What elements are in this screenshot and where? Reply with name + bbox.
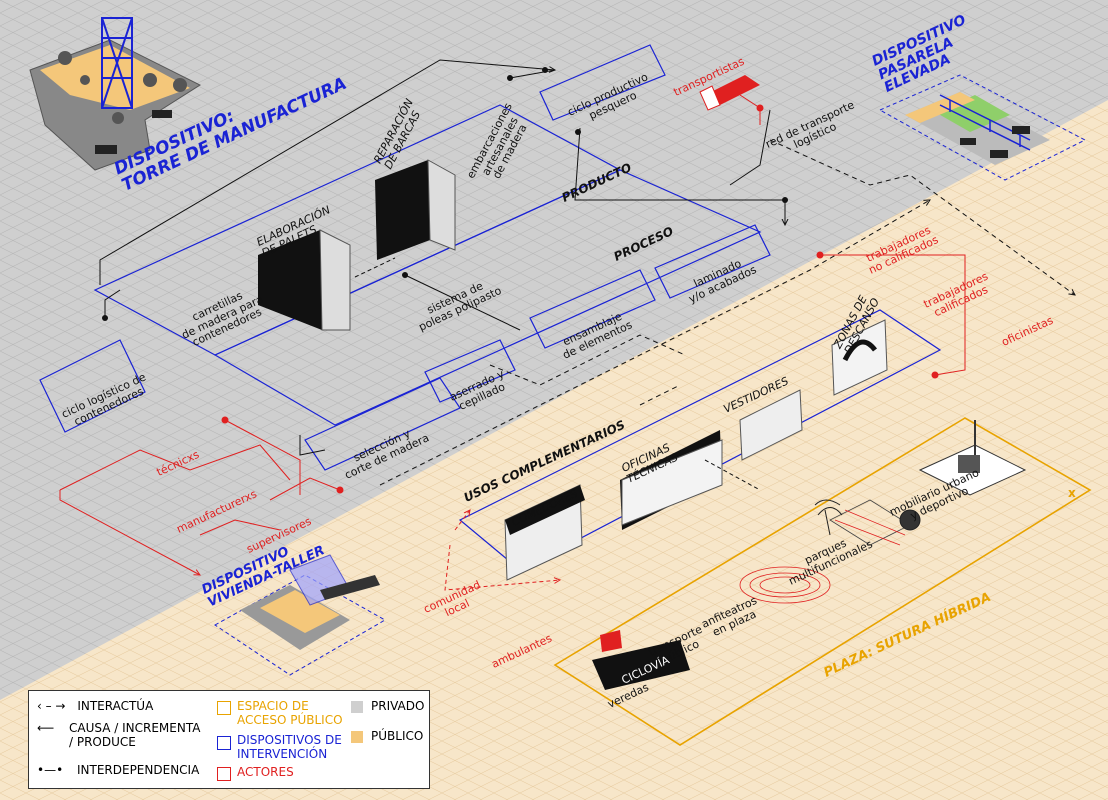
legend-privado: PRIVADO: [371, 699, 425, 713]
legend-intervencion-line1: DISPOSITIVOS DE: [237, 733, 342, 747]
ciclovia-strip: [592, 640, 690, 690]
box-ciclo-pesquero: [539, 44, 666, 121]
pasarela-illustration: [878, 74, 1087, 181]
box-ciclo-contenedores: [39, 339, 146, 433]
legend-swatch-intervencion: [217, 736, 231, 750]
workshop-boxes: [258, 159, 888, 581]
legend-acceso: ESPACIO DE ACCESO PÚBLICO: [237, 699, 343, 727]
legend-interactua: ‹ – → INTERACTÚA: [37, 699, 153, 713]
legend-causa: ⟵ CAUSA / INCREMENTA / PRODUCE: [37, 721, 200, 749]
box-laminado: [654, 224, 771, 299]
box-seleccion: [304, 377, 461, 471]
legend-interdependencia-symbol: •—•: [37, 763, 64, 777]
legend-swatch-privado: [351, 701, 363, 713]
proceso-frame: [213, 169, 762, 426]
legend-swatch-acceso: [217, 701, 231, 715]
legend-causa-text: CAUSA / INCREMENTA / PRODUCE: [69, 721, 200, 749]
legend-causa-line1: CAUSA / INCREMENTA: [69, 721, 201, 735]
legend-acceso-line1: ESPACIO DE: [237, 699, 309, 713]
legend-actores: ACTORES: [237, 765, 294, 779]
legend-intervencion-line2: INTERVENCIÓN: [237, 747, 328, 761]
legend-causa-line2: / PRODUCE: [69, 735, 136, 749]
legend-swatch-actores: [217, 767, 231, 781]
plaza-x-mark: x: [1068, 486, 1076, 500]
legend-interdependencia: •—• INTERDEPENDENCIA: [37, 763, 199, 777]
legend-causa-symbol: ⟵: [37, 721, 55, 735]
legend-acceso-line2: ACCESO PÚBLICO: [237, 713, 343, 727]
legend-publico: PÚBLICO: [371, 729, 424, 743]
box-aserrado: [424, 339, 516, 403]
legend: ‹ – → INTERACTÚA ⟵ CAUSA / INCREMENTA / …: [28, 690, 430, 789]
legend-swatch-publico: [351, 731, 363, 743]
mobiliario-illustration: [918, 420, 1027, 496]
legend-intervencion: DISPOSITIVOS DE INTERVENCIÓN: [237, 733, 342, 761]
torre-illustration: [29, 17, 202, 171]
legend-interactua-symbol: ‹ – →: [37, 699, 66, 713]
palm-trees: [814, 499, 921, 536]
legend-interdependencia-text: INTERDEPENDENCIA: [76, 763, 200, 777]
truck-illustration: [699, 75, 760, 111]
box-ensamblaje: [529, 269, 656, 349]
usos-frame: [458, 309, 942, 571]
vivienda-illustration: [214, 554, 387, 676]
legend-interactua-text: INTERACTÚA: [77, 699, 154, 713]
